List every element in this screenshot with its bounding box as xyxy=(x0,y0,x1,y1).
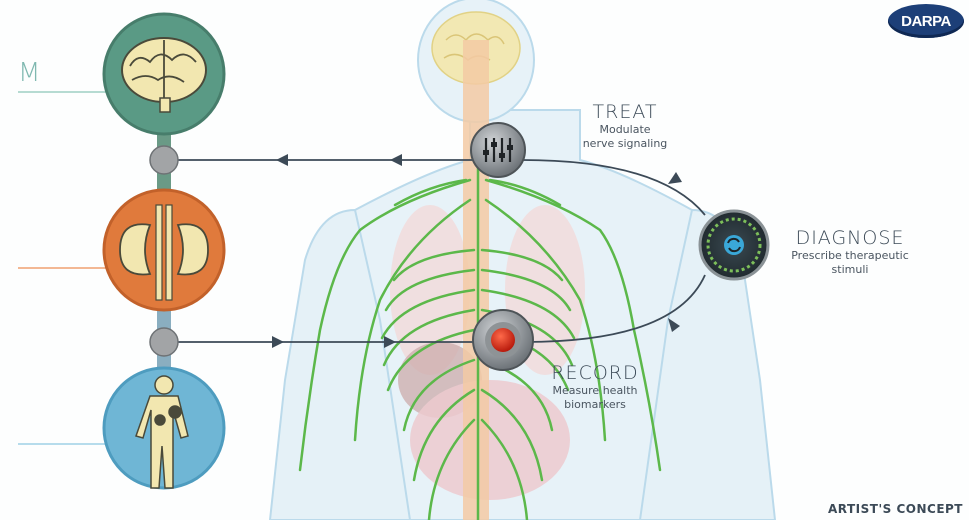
diagnose-description-line2: stimuli xyxy=(780,263,920,277)
partial-left-label: M xyxy=(18,58,40,88)
treat-description-line1: Modulate xyxy=(570,123,680,137)
body-silhouette xyxy=(270,0,775,520)
record-label: RECORD Measure health biomarkers xyxy=(540,362,650,412)
treat-description-line2: nerve signaling xyxy=(570,137,680,151)
diagnose-title: DIAGNOSE xyxy=(780,227,920,249)
diagnose-dial xyxy=(700,211,768,279)
diagnose-label: DIAGNOSE Prescribe therapeutic stimuli xyxy=(780,227,920,277)
darpa-logo: DARPA xyxy=(888,4,964,38)
treat-knob xyxy=(471,123,525,177)
record-button xyxy=(473,310,533,370)
refresh-icon xyxy=(724,235,744,255)
artists-concept-caption: ARTIST'S CONCEPT xyxy=(828,502,963,516)
record-description-line1: Measure health xyxy=(540,384,650,398)
brain-node xyxy=(104,14,224,134)
record-description-line2: biomarkers xyxy=(540,398,650,412)
body-node xyxy=(104,368,224,488)
treat-label: TREAT Modulate nerve signaling xyxy=(570,101,680,151)
record-title: RECORD xyxy=(540,362,650,384)
kidney-node xyxy=(104,190,224,310)
diagnose-description-line1: Prescribe therapeutic xyxy=(780,249,920,263)
treat-title: TREAT xyxy=(570,101,680,123)
